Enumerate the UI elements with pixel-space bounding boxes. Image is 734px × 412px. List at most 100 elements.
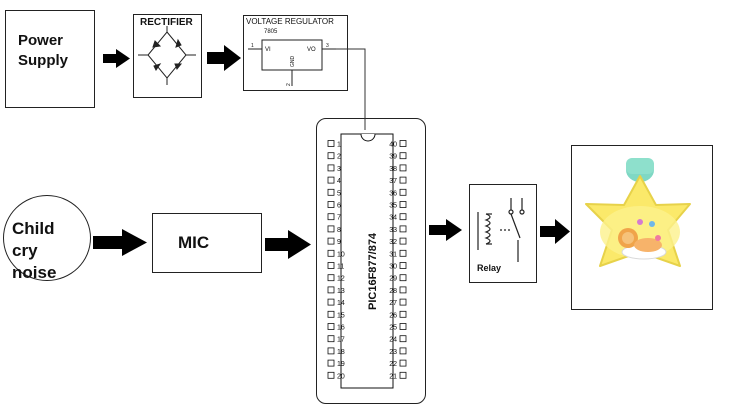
regulator-vi-label: VI	[265, 47, 271, 53]
mcu-pin-number: 13	[337, 288, 345, 295]
mcu-pin-pad	[327, 286, 335, 294]
mcu-pin-number: 35	[389, 203, 397, 210]
regulator-pin-1: 1	[251, 43, 254, 49]
mcu-pin-pad	[327, 359, 335, 367]
mcu-pin-pad	[399, 310, 407, 318]
rectifier-label: RECTIFIER	[140, 17, 193, 28]
relay-block: Relay	[469, 184, 537, 283]
arrow-mic-to-mcu	[265, 230, 311, 259]
arrow-relay-to-lamp	[540, 219, 570, 244]
regulator-pin-2: 2	[286, 83, 292, 86]
mcu-pin-pad	[327, 371, 335, 379]
mcu-pin-number: 7	[337, 215, 341, 222]
mcu-pin-number: 12	[337, 276, 345, 283]
mcu-pin-pad	[327, 347, 335, 355]
mcu-pin-pad	[327, 310, 335, 318]
mcu-pin-pad	[399, 347, 407, 355]
regulator-to-mcu-wire	[325, 48, 366, 130]
mcu-pin-number: 27	[389, 300, 397, 307]
mcu-pin-pad	[399, 371, 407, 379]
mcu-pin-number: 23	[389, 349, 397, 356]
bridge-rectifier-symbol	[138, 26, 196, 85]
voltage-regulator-label: VOLTAGE REGULATOR	[246, 17, 334, 26]
mcu-pin-number: 20	[337, 373, 345, 380]
mcu-part-label: PIC16F877/874	[367, 232, 379, 310]
mcu-pin-number: 14	[337, 300, 345, 307]
mcu-pin-number: 1	[337, 142, 341, 149]
mcu-pin-number: 33	[389, 227, 397, 234]
relay-coil-switch-symbol	[477, 198, 525, 262]
regulator-pin-3: 3	[326, 43, 329, 49]
mcu-pin-pad	[327, 164, 335, 172]
mcu-pin-pad	[399, 274, 407, 282]
mcu-pin-number: 9	[337, 239, 341, 246]
mcu-pin-number: 18	[337, 349, 345, 356]
mcu-pin-number: 4	[337, 178, 341, 185]
arrow-power-to-rectifier	[103, 49, 130, 68]
mcu-pin-number: 40	[389, 142, 397, 149]
mcu-pin-pad	[327, 225, 335, 233]
mcu-pin-number: 28	[389, 288, 397, 295]
mcu-pin-pad	[399, 201, 407, 208]
mcu-chip: PIC16F877/874	[340, 133, 394, 389]
child-cry-noise-label: Child cry noise	[12, 219, 57, 282]
mcu-pin-number: 32	[389, 239, 397, 246]
regulator-gnd-label: GND	[290, 56, 296, 68]
mcu-pin-pad	[327, 237, 335, 245]
mcu-pin-pad	[399, 286, 407, 294]
mcu-pin-number: 11	[337, 264, 344, 271]
mcu-pin-number: 37	[389, 178, 397, 185]
mcu-pin-number: 22	[389, 361, 397, 368]
relay-label: Relay	[477, 263, 502, 273]
mcu-pin-pad	[399, 237, 407, 245]
power-supply-block: Power Supply	[5, 10, 95, 108]
child-cry-noise-source: Child cry noise	[3, 195, 91, 282]
mcu-pin-number: 29	[389, 276, 397, 283]
mcu-pin-number: 16	[337, 325, 345, 332]
mcu-pin-pad	[327, 140, 335, 147]
mcu-pin-number: 38	[389, 166, 397, 173]
mcu-pin-pad	[399, 176, 407, 184]
mcu-pin-pad	[399, 164, 407, 172]
mcu-pin-pad	[399, 262, 407, 269]
mcu-pin-pad	[327, 152, 335, 160]
mcu-pin-number: 17	[337, 337, 345, 344]
regulator-vo-label: VO	[307, 47, 316, 53]
regulator-symbol	[248, 39, 336, 86]
mcu-pin-number: 10	[337, 251, 345, 258]
mcu-pin-pad	[399, 298, 407, 306]
star-night-lamp-image	[585, 158, 691, 267]
mcu-pin-pad	[399, 335, 407, 343]
mcu-pin-number: 6	[337, 203, 341, 210]
mcu-pin-number: 3	[337, 166, 341, 173]
mcu-pin-number: 26	[389, 312, 397, 319]
mcu-pin-number: 15	[337, 312, 345, 319]
mcu-pin-number: 21	[389, 373, 397, 380]
mcu-pin-number: 8	[337, 227, 341, 234]
arrow-noise-to-mic	[93, 229, 147, 256]
mcu-pin-pad	[327, 274, 335, 282]
power-supply-label: Power Supply	[18, 32, 69, 69]
mcu-pin-pad	[327, 201, 335, 208]
mcu-pin-pad	[399, 249, 407, 257]
mcu-pin-pad	[327, 262, 335, 269]
mic-block: MIC	[152, 213, 262, 273]
mcu-pin-pad	[327, 298, 335, 306]
mcu-pin-pad	[399, 213, 407, 221]
mcu-pin-pad	[399, 323, 407, 330]
mcu-pin-pad	[327, 323, 335, 330]
mcu-pin-pad	[327, 176, 335, 184]
arrow-mcu-to-relay	[429, 219, 462, 241]
mcu-pin-pad	[399, 140, 407, 147]
mcu-pin-pad	[327, 249, 335, 257]
mcu-pin-pad	[399, 225, 407, 233]
mcu-pin-number: 2	[337, 154, 341, 161]
regulator-part-number: 7805	[264, 29, 278, 35]
mcu-pin-pad	[399, 152, 407, 160]
mcu-pin-number: 25	[389, 325, 397, 332]
mcu-pin-pad	[327, 335, 335, 343]
mcu-pin-number: 36	[389, 190, 397, 197]
mcu-pin-number: 34	[389, 215, 397, 222]
